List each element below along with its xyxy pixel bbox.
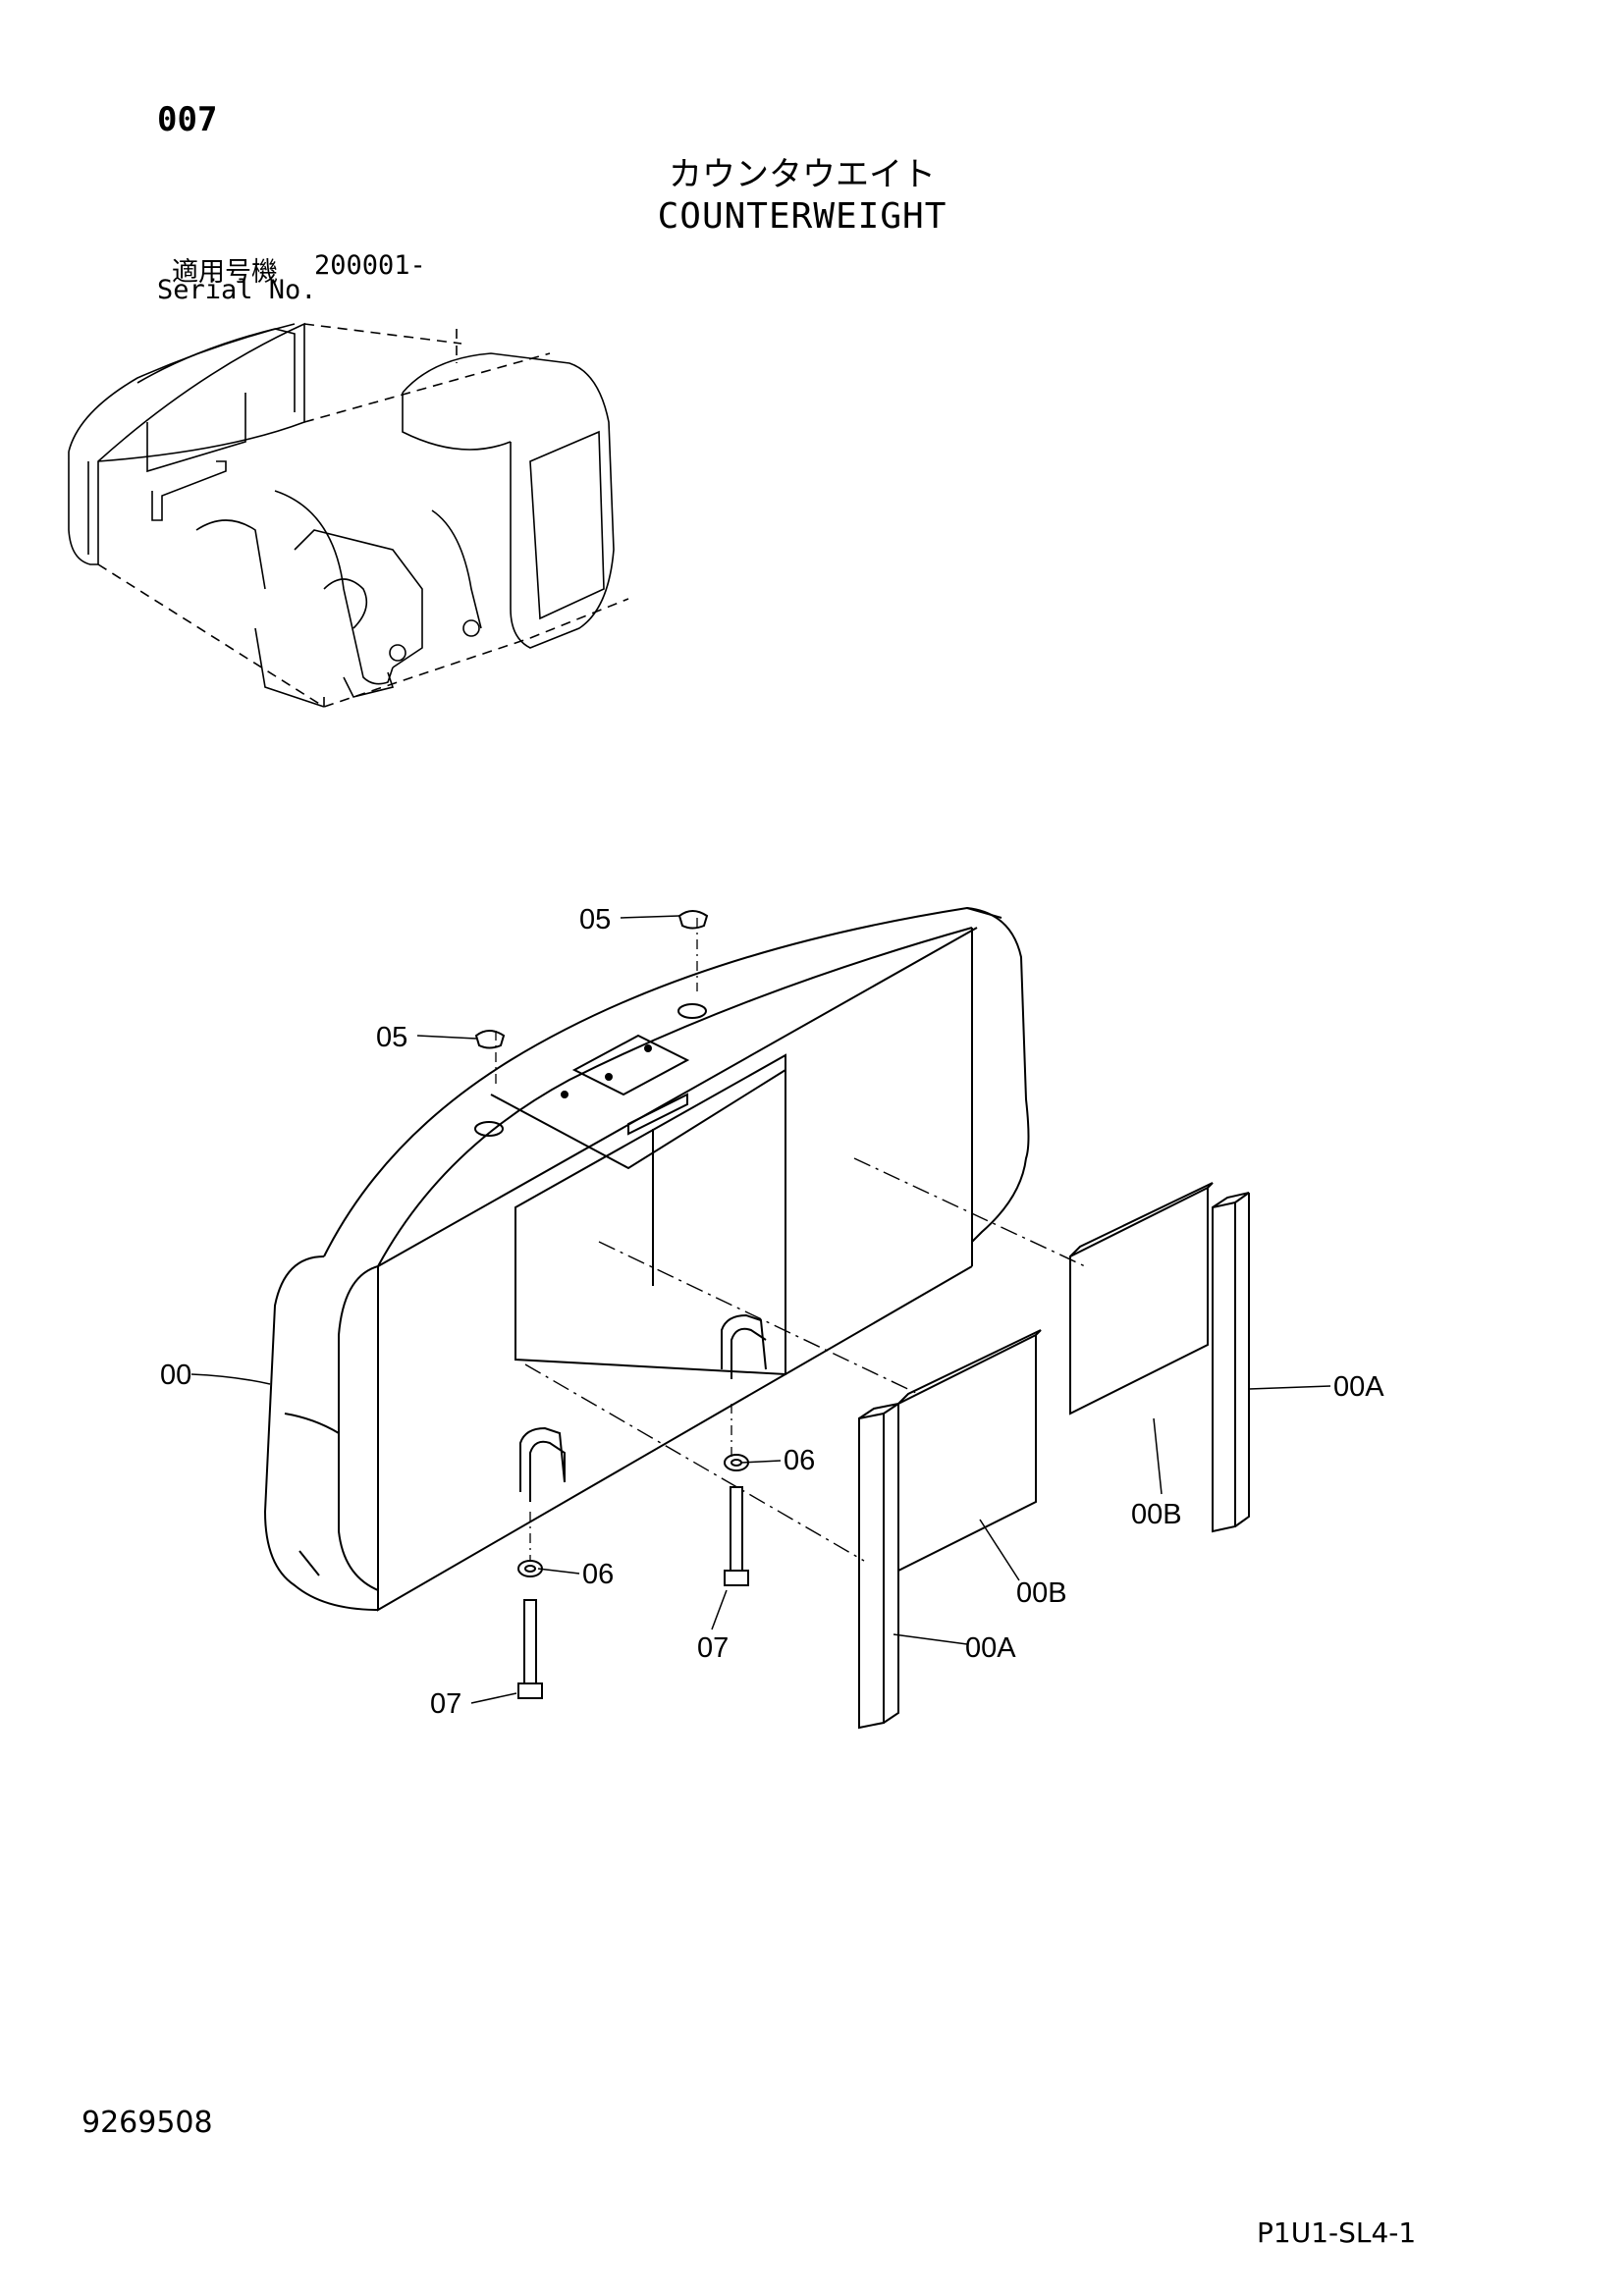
callout-labels: 05 05 00 00A 00B 06 06 00B 07 00A 07 <box>160 904 1384 1720</box>
callout-07-right: 07 <box>697 1632 729 1664</box>
drawing-number: 9269508 <box>81 2106 213 2140</box>
callout-00A-right: 00A <box>1333 1371 1384 1403</box>
serial-label-japanese: 適用号機 <box>172 257 278 288</box>
counterweight-exploded-view <box>263 906 1086 1612</box>
title-english: COUNTERWEIGHT <box>657 196 947 237</box>
leader-lines <box>190 915 1331 1704</box>
callout-05-top: 05 <box>579 904 611 935</box>
callout-00: 00 <box>160 1360 191 1391</box>
machine-overview-sketch <box>68 322 629 708</box>
callout-00A-left: 00A <box>965 1632 1016 1664</box>
callout-00B-right: 00B <box>1131 1499 1182 1530</box>
sheet-reference: P1U1-SL4-1 <box>1257 2216 1417 2249</box>
serial-number: 200001- <box>314 250 426 281</box>
callout-06-left: 06 <box>582 1559 614 1590</box>
serial-label-english: Serial No. <box>157 275 317 305</box>
plates-and-bars <box>858 1182 1250 1730</box>
page-number: 007 <box>157 100 218 139</box>
callout-00B-left: 00B <box>1016 1577 1067 1609</box>
callout-07-left: 07 <box>430 1688 461 1720</box>
title-japanese: カウンタウエイト <box>669 155 936 194</box>
callout-05-left: 05 <box>376 1022 407 1053</box>
callout-06-right: 06 <box>784 1445 815 1476</box>
